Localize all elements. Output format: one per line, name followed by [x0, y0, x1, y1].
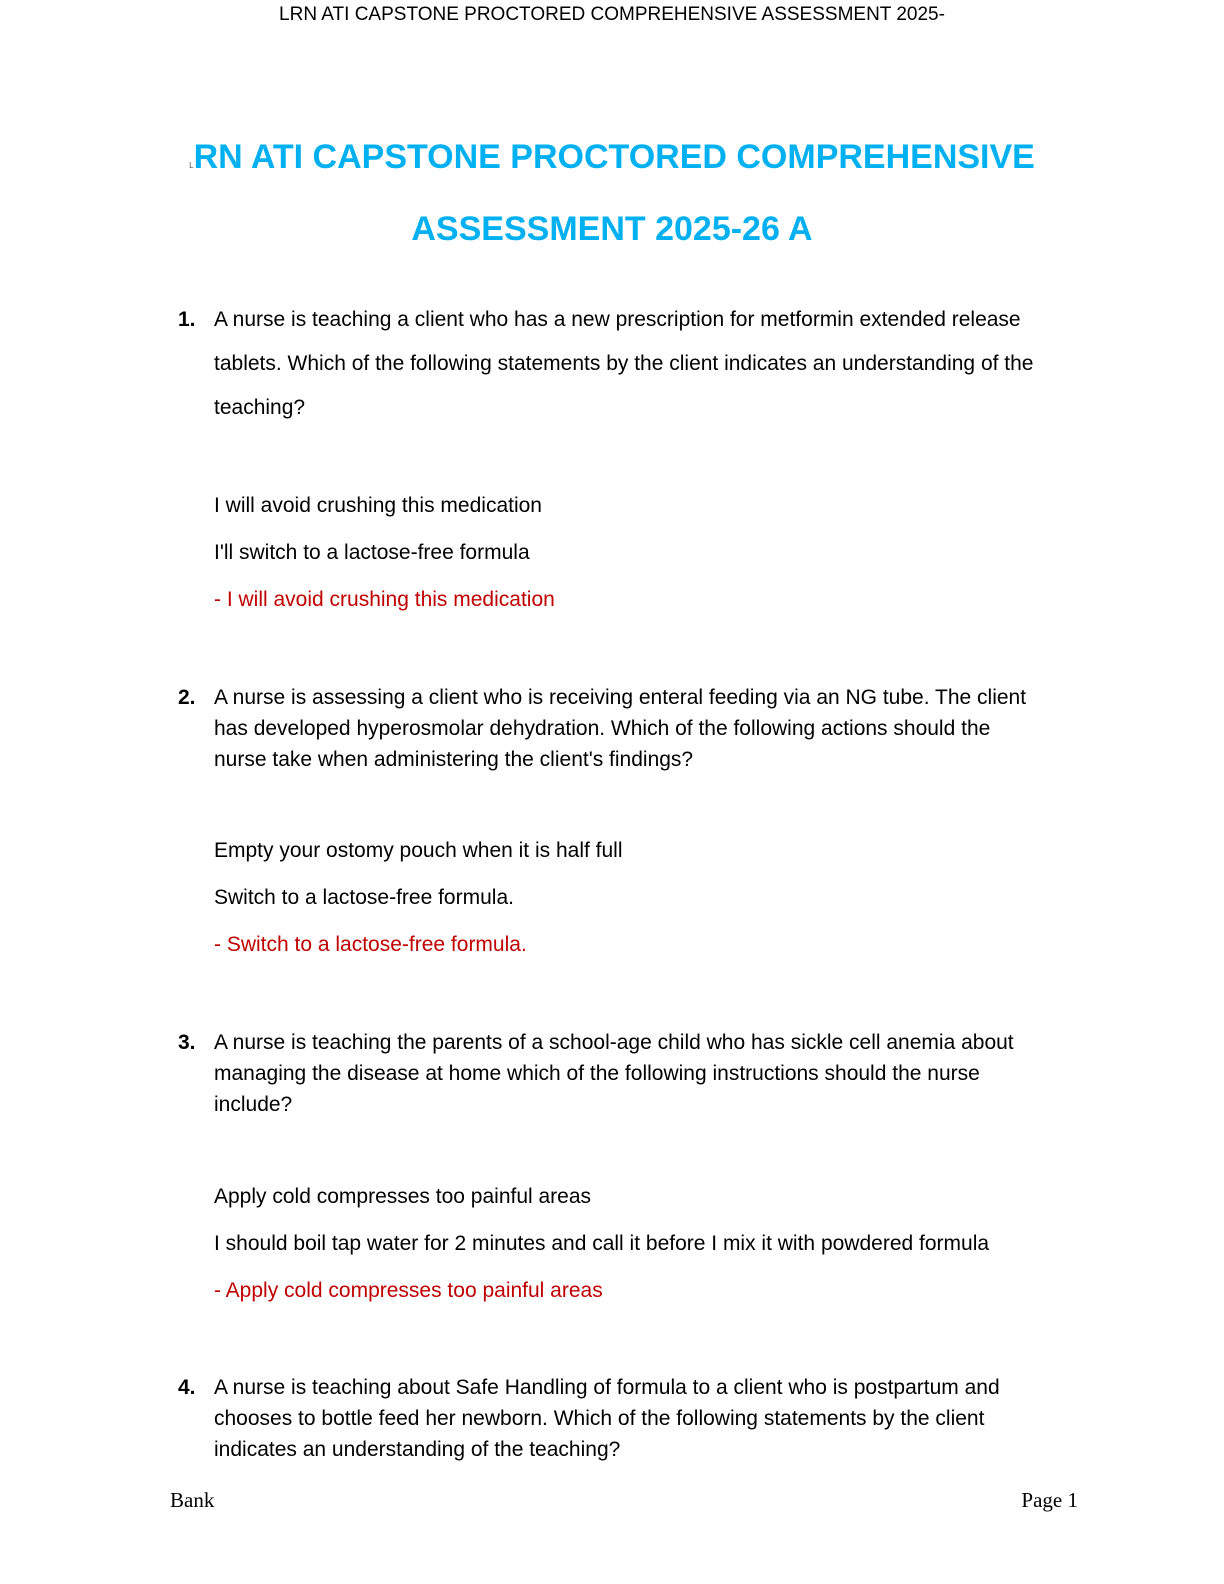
- question-number: 1.: [178, 308, 196, 331]
- question-number: 4.: [178, 1376, 196, 1399]
- option: Apply cold compresses too painful areas: [214, 1185, 592, 1208]
- page-number: Page 1: [1021, 1488, 1078, 1512]
- question-number: 3.: [178, 1031, 196, 1054]
- question-4: 4. A nurse is teaching about Safe Handli…: [178, 1372, 1038, 1465]
- question-text: A nurse is teaching the parents of a sch…: [214, 1031, 1014, 1116]
- option: I should boil tap water for 2 minutes an…: [214, 1232, 990, 1255]
- title-prefix: L: [189, 161, 194, 170]
- answer: - Apply cold compresses too painful area…: [214, 1279, 603, 1302]
- answer: - I will avoid crushing this medication: [214, 588, 555, 611]
- question-text: A nurse is teaching a client who has a n…: [214, 308, 1034, 419]
- option: Switch to a lactose-free formula.: [214, 886, 514, 909]
- document-title-line2: ASSESSMENT 2025-26 A: [411, 210, 813, 248]
- footer-left: Bank: [170, 1488, 215, 1512]
- question-1: 1. A nurse is teaching a client who has …: [178, 298, 1038, 430]
- option: Empty your ostomy pouch when it is half …: [214, 839, 623, 862]
- question-text: A nurse is teaching about Safe Handling …: [214, 1376, 1000, 1461]
- option: I will avoid crushing this medication: [214, 494, 542, 517]
- title-text-1: RN ATI CAPSTONE PROCTORED COMPREHENSIVE: [193, 138, 1035, 176]
- question-2: 2. A nurse is assessing a client who is …: [178, 682, 1038, 775]
- running-header: LRN ATI CAPSTONE PROCTORED COMPREHENSIVE…: [279, 4, 945, 25]
- option: I'll switch to a lactose-free formula: [214, 541, 530, 564]
- document-title-line1: LRN ATI CAPSTONE PROCTORED COMPREHENSIVE: [0, 138, 1224, 177]
- question-number: 2.: [178, 686, 196, 709]
- answer: - Switch to a lactose-free formula.: [214, 933, 527, 956]
- question-text: A nurse is assessing a client who is rec…: [214, 686, 1027, 771]
- question-3: 3. A nurse is teaching the parents of a …: [178, 1027, 1038, 1120]
